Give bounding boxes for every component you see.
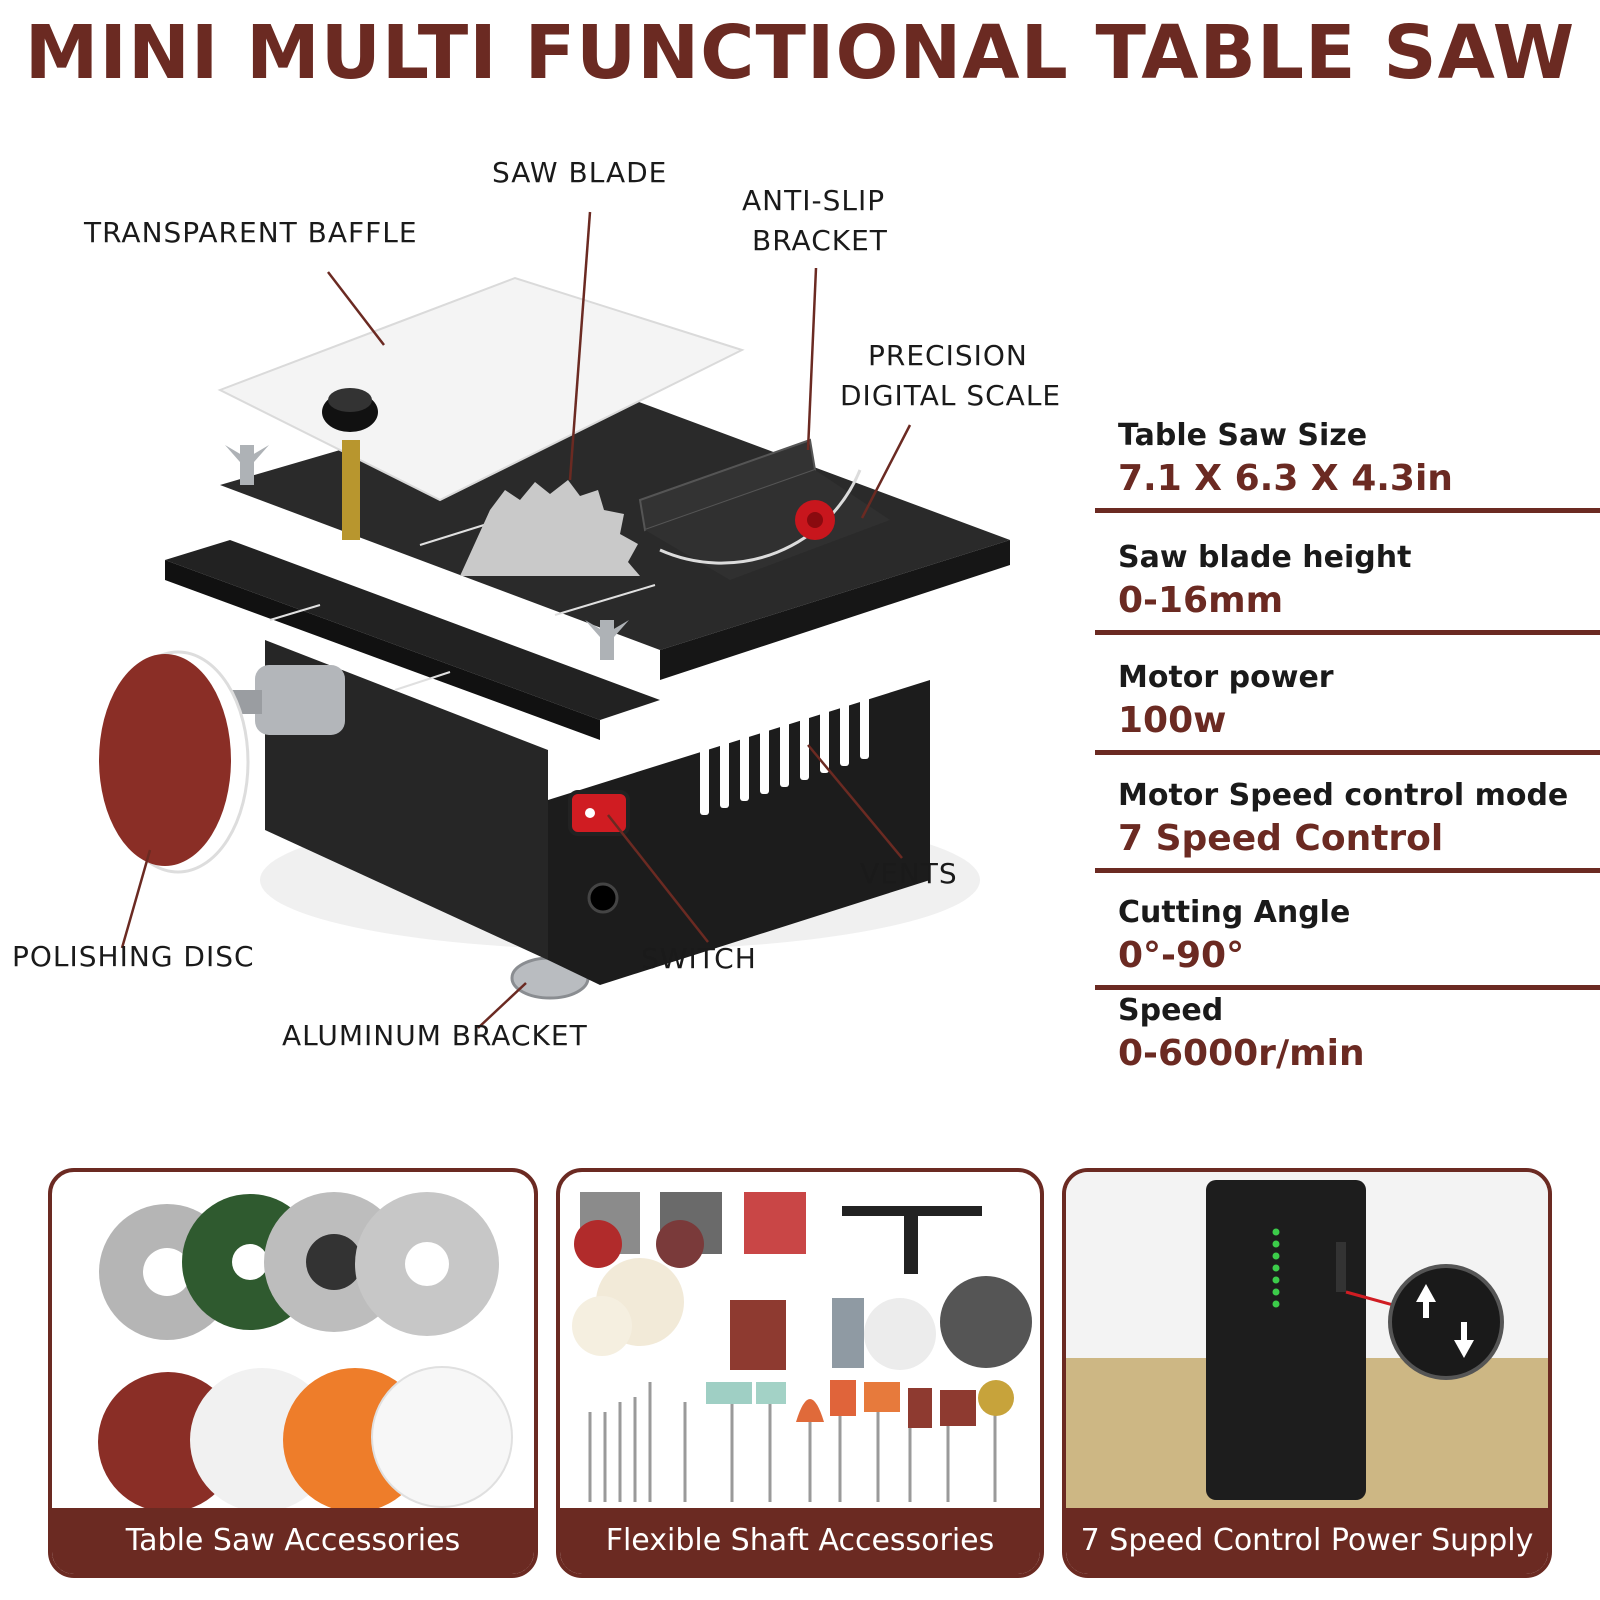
spec-label-speed: Speed [1118,993,1224,1028]
side-rail [165,540,660,720]
spec-value-cutting-angle: 0°-90° [1118,935,1245,976]
spec-label-motor-power: Motor power [1118,660,1334,695]
spec-divider [1095,750,1600,755]
wing-nut [225,445,269,485]
saw-blade [460,480,640,576]
angle-dial [659,469,862,565]
panel-flexible-shaft-accessories: Flexible Shaft Accessories [556,1168,1044,1578]
callout-anti-slip-line2: BRACKET [752,224,888,257]
polishing-disc [99,654,231,866]
callout-saw-blade: SAW BLADE [492,156,668,189]
chuck-key [842,1206,982,1216]
panel-caption: Table Saw Accessories [52,1508,534,1574]
spec-label-size: Table Saw Size [1118,418,1368,453]
spec-divider [1095,868,1600,873]
speed-switch-zoom [1388,1264,1504,1380]
spec-divider [1095,630,1600,635]
cotton-pad [371,1366,513,1508]
saw-body-front [548,680,930,985]
power-supply-unit [1206,1180,1366,1500]
callout-switch: SWITCH [641,942,757,975]
arrow-up-icon [1416,1284,1436,1318]
power-jack [587,882,619,914]
table-saw-illustration [99,211,1010,1029]
spec-value-speed-mode: 7 Speed Control [1118,818,1444,859]
arrow-down-icon [1454,1322,1474,1358]
polishing-compound-disc [574,1220,622,1268]
spec-divider [1095,508,1600,513]
page-title: MINI MULTI FUNCTIONAL TABLE SAW [24,10,1576,96]
callout-precision-line2: DIGITAL SCALE [840,379,1062,412]
panel-power-supply: 7 Speed Control Power Supply [1062,1168,1552,1578]
drill-chuck [232,665,345,735]
callout-aluminum-bracket: ALUMINUM BRACKET [282,1019,588,1052]
spec-label-cutting-angle: Cutting Angle [1118,895,1351,930]
spec-value-motor-power: 100w [1118,700,1227,741]
callout-precision-line1: PRECISION [868,339,1028,372]
wing-nut [585,620,629,660]
callout-anti-slip-line1: ANTI-SLIP [742,184,886,217]
panel-caption: 7 Speed Control Power Supply [1066,1508,1548,1574]
spec-label-blade-height: Saw blade height [1118,540,1412,575]
spec-value-blade-height: 0-16mm [1118,580,1284,621]
spec-label-speed-mode: Motor Speed control mode [1118,778,1569,813]
spec-divider [1095,985,1600,990]
panel-table-saw-accessories: Table Saw Accessories [48,1168,538,1578]
spec-value-speed: 0-6000r/min [1118,1033,1365,1074]
callout-transparent-baffle: TRANSPARENT BAFFLE [84,216,418,249]
callout-polishing-disc: POLISHING DISC [12,940,255,973]
callout-vents: VENTS [860,857,958,890]
spec-value-size: 7.1 X 6.3 X 4.3in [1118,458,1453,499]
speed-indicator-leds [1272,1228,1280,1308]
vents [700,689,869,815]
panel-caption: Flexible Shaft Accessories [560,1508,1040,1574]
